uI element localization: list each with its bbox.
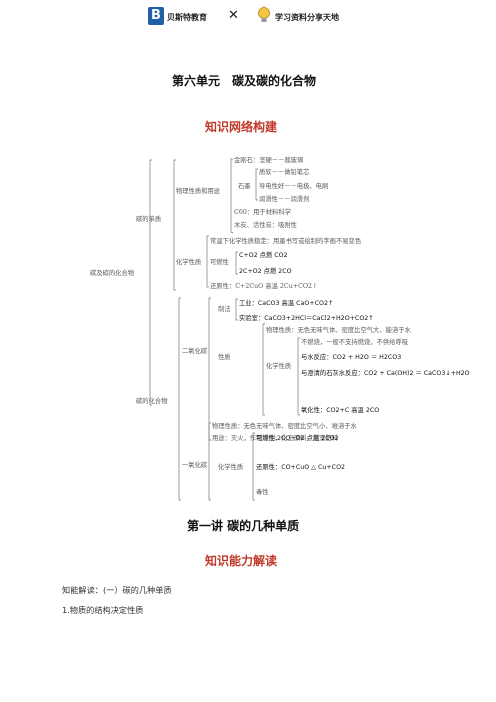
lightbulb-icon [258,6,270,22]
graphite-prop-2: 导电性好－－电极、电刷 [259,183,329,190]
body-line-2: 1.物质的结构决定性质 [62,605,144,615]
co2-physical: 物理性质：无色无味气体、密度比空气大、能溶于水 [266,327,411,334]
mindmap-root: 碳及碳的化合物 [90,270,135,277]
cross-icon: ✕ [228,8,239,23]
graphite-prop-1: 质软－－做铅笔芯 [259,169,310,176]
brand-name: 贝斯特教育 [167,13,207,22]
node-co2: 二氧化碳 [182,348,208,355]
node-flammability: 可燃性 [210,259,229,266]
node-charcoal: 木炭、活性炭：吸附性 [234,222,297,229]
node-carbon-elements: 碳的单质 [136,216,162,223]
node-stability: 常温下化学性质稳定：用墨书写或绘制的字画不易变色 [210,238,362,245]
graphite-prop-3: 润滑性－－润滑剂 [259,196,310,203]
node-c60: C60：用于材料科学 [234,209,291,216]
ability-title: 知识能力解读 [205,554,278,568]
equation-industrial: 工业：CaCO3 高温 CaO+CO2↑ [239,300,334,307]
lecture-title: 第一讲 碳的几种单质 [187,519,300,533]
node-preparation: 制法 [218,306,231,313]
co2-uses: 用途：灭火，作制冷剂，化工原料，温室肥料 [212,435,338,442]
body-line-1: 知能解读：(一）碳的几种单质 [62,585,172,595]
co-chem-1: 可燃性:2CO+O2 点燃 2CO2 [256,435,339,442]
co-chem-3: 毒性 [256,489,269,496]
network-title: 知识网络构建 [205,120,278,134]
co2-chem-4: 氧化性：CO2+C 高温 2CO [301,407,380,414]
node-co: 一氧化碳 [182,462,208,469]
node-physical-properties: 物理性质和用途 [176,188,221,195]
node-chemical-properties: 化学性质 [176,259,202,266]
co2-chem-2: 与水反应：CO2 + H2O ＝ H2CO3 [301,354,402,361]
brand-logo: B [148,7,164,25]
unit-title: 第六单元 碳及碳的化合物 [172,74,317,88]
equation-laboratory: 实验室：CaCO3+2HCl＝CaCl2+H2O+CO2↑ [239,315,374,322]
co2-chem-1: 不燃烧，一般不支持燃烧，不供给呼吸 [301,339,409,346]
co-physical: 物理性质：无色无味气体、密度比空气小、难溶于水 [212,423,357,430]
equation-c-o2: C+O2 点燃 CO2 [239,252,288,259]
brand-slogan: 学习资料分享天地 [275,13,339,22]
co-chemical: 化学性质 [218,464,244,471]
co2-chemical: 化学性质 [266,363,292,370]
node-reduction: 还原性：C+2CuO 高温 2Cu+CO2↑ [210,283,318,290]
equation-2c-o2: 2C+O2 点燃 2CO [239,268,292,275]
node-graphite: 石墨 [238,183,251,190]
co-chem-2: 还原性：CO+CuO △ Cu+CO2 [256,464,346,471]
co2-chem-3: 与澄清的石灰水反应：CO2 + Ca(OH)2 ＝ CaCO3↓+H2O [301,370,470,377]
node-properties: 性质 [218,354,231,361]
node-diamond: 金刚石：坚硬－－裁玻璃 [234,157,304,164]
node-carbon-compounds: 碳的化合物 [136,398,168,405]
